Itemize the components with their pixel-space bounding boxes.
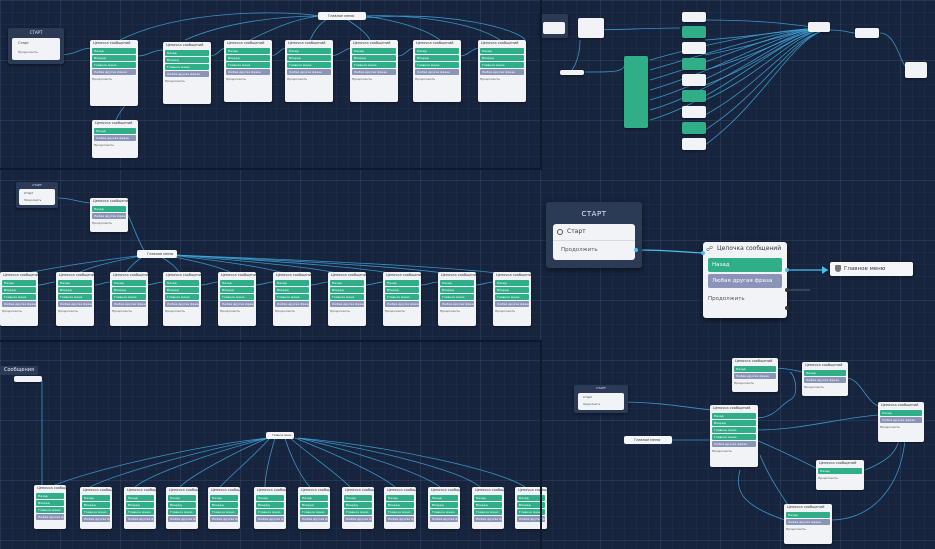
continue-output-port[interactable] (785, 306, 789, 310)
exit-node[interactable] (855, 28, 879, 38)
start-block[interactable]: СТАРТ Старт Продолжить (546, 202, 642, 268)
stack-node[interactable] (682, 74, 706, 86)
back-output-port[interactable] (785, 268, 789, 272)
chain-block[interactable]: ☍ Цепочка сообщений Назад Любая другая ф… (703, 242, 787, 318)
divider (0, 168, 540, 170)
start-title: СТАРТ (29, 30, 43, 35)
chain-node[interactable]: Цепочка сообщений Назад Любая другая фра… (732, 358, 778, 392)
chain-node[interactable]: Цепочка сообщений Назад Продолжить (816, 460, 864, 490)
shield-icon (835, 265, 841, 272)
stack-node[interactable] (682, 58, 706, 70)
start-title: СТАРТ (581, 210, 607, 218)
main-menu-node[interactable]: Главное меню (137, 250, 177, 258)
start-card[interactable]: Старт Продолжить (553, 224, 635, 260)
start-block-p3[interactable]: СТАРТ Старт Продолжить (16, 182, 58, 208)
main-menu-node[interactable]: Главное меню (624, 436, 672, 444)
chain-node[interactable]: Цепочка сообщений Назад Вперед Главное м… (163, 42, 211, 104)
chain-row-back[interactable]: Назад (708, 258, 782, 272)
radio-icon (557, 229, 563, 235)
chain-node[interactable]: Цепочка сообщений Назад Любая другая фра… (92, 120, 138, 158)
link-icon: ☍ (706, 245, 714, 253)
chain-node[interactable]: Цепочка сообщений Назад Вперед Главное м… (710, 405, 758, 467)
start-output-port[interactable] (634, 248, 638, 252)
hub-node[interactable] (808, 22, 830, 32)
stack-node[interactable] (682, 138, 706, 150)
stack-node[interactable] (682, 90, 706, 102)
start-block-p2[interactable] (540, 14, 568, 38)
chain-node[interactable]: Цепочка сообщений Назад Вперед Главное м… (285, 40, 333, 102)
divider (540, 340, 542, 549)
chain-node[interactable]: Цепочка сообщений Назад Вперед Главное м… (478, 40, 526, 102)
start-block-p5[interactable]: СТАРТ Старт Продолжить (574, 385, 628, 413)
any-output-port[interactable] (785, 288, 789, 292)
main-menu-block[interactable]: Главное меню (830, 262, 913, 276)
small-node[interactable] (14, 376, 42, 382)
end-node[interactable] (905, 62, 927, 78)
tall-list-node[interactable] (624, 56, 648, 128)
arrow-head-icon (822, 266, 828, 274)
chain-node[interactable]: Цепочка сообщений Назад Вперед Главное м… (350, 40, 398, 102)
start-block-p1[interactable]: СТАРТ Старт Продолжить (8, 28, 64, 64)
chain-row-any[interactable]: Любая другая фраза (708, 274, 782, 288)
start-continue[interactable]: Продолжить (561, 247, 598, 253)
chain-continue[interactable]: Продолжить (708, 296, 745, 302)
start-continue[interactable]: Продолжить (18, 50, 38, 54)
chain-node[interactable]: Цепочка сообщений Назад Вперед Главное м… (90, 40, 138, 106)
chain-input-port[interactable] (701, 251, 705, 255)
main-menu-node[interactable]: Главное меню (266, 432, 294, 439)
messages-tag: Сообщения (0, 366, 39, 375)
stack-node[interactable] (682, 106, 706, 118)
small-node[interactable] (560, 70, 584, 75)
start-row: Старт (18, 41, 29, 45)
chain-node[interactable]: Цепочка сообщений Назад Любая другая фра… (90, 198, 128, 232)
start-row: Старт (553, 224, 635, 241)
list-node[interactable] (578, 18, 604, 38)
chain-node[interactable]: Цепочка сообщений Назад Любая другая фра… (784, 504, 832, 544)
divider (540, 0, 542, 170)
divider (0, 340, 540, 342)
stack-node[interactable] (682, 12, 706, 22)
chain-title: ☍ Цепочка сообщений (706, 245, 782, 253)
stack-node[interactable] (682, 26, 706, 38)
stack-node[interactable] (682, 42, 706, 54)
chain-node[interactable]: Цепочка сообщений Назад Вперед Главное м… (413, 40, 461, 102)
main-menu-node[interactable]: Главное меню (318, 12, 366, 20)
chain-node[interactable]: Цепочка сообщений Назад Любая другая фра… (802, 362, 848, 396)
chain-node[interactable]: Цепочка сообщений Назад Любая другая фра… (878, 402, 924, 442)
stack-node[interactable] (682, 122, 706, 134)
chain-node[interactable]: Цепочка сообщений Назад Вперед Главное м… (224, 40, 272, 102)
